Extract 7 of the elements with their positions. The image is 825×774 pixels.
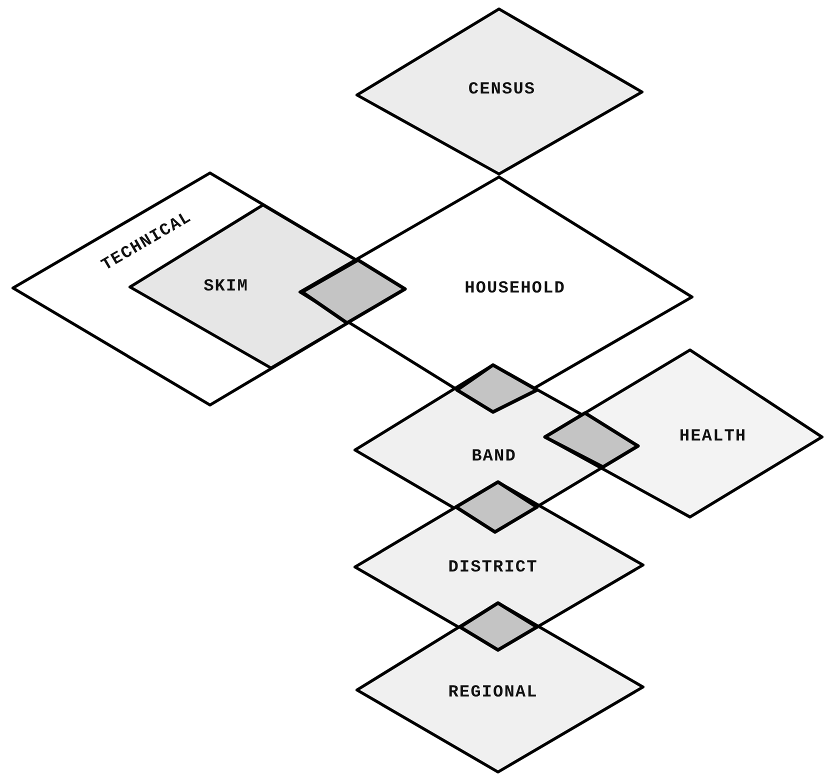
diamond-label: CENSUS — [468, 80, 536, 100]
diamond-label: DISTRICT — [448, 558, 538, 578]
diamond-label: HOUSEHOLD — [464, 280, 566, 298]
diamond-label: HEALTH — [679, 428, 747, 446]
diamond-label: BAND — [472, 448, 516, 466]
diamond-label: SKIM — [204, 278, 248, 296]
diamond-label: REGIONAL — [448, 684, 538, 702]
